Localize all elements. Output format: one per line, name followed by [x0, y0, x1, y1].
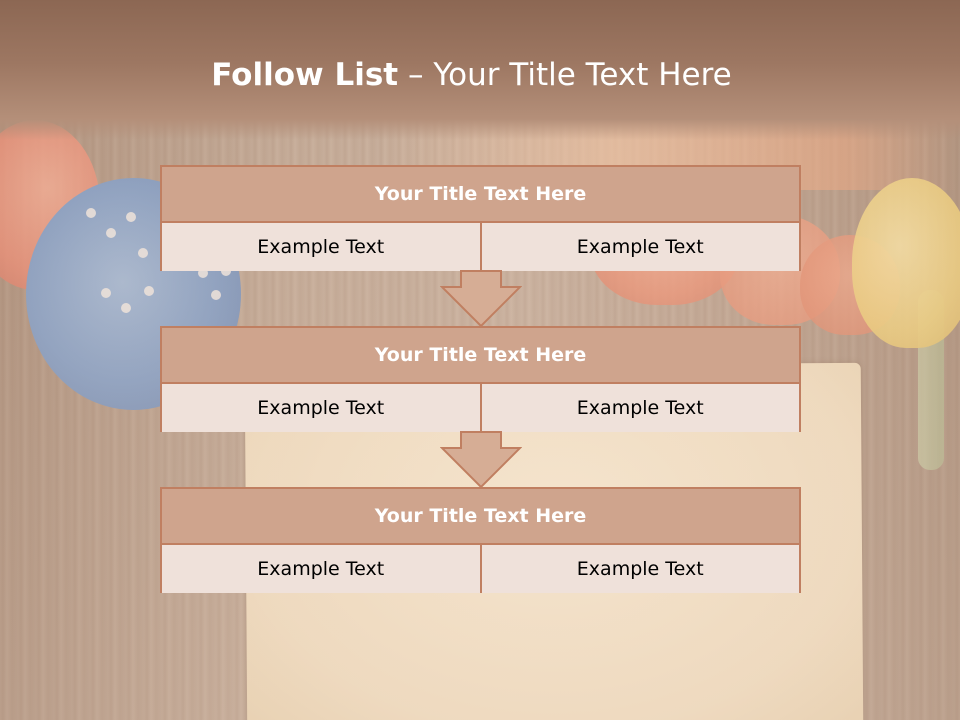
flow-block-2: Your Title Text Here Example Text Exampl…	[160, 326, 801, 432]
egg-pattern-dot	[198, 268, 208, 278]
flow-block-row: Example Text Example Text	[162, 223, 799, 271]
flow-block-title: Your Title Text Here	[162, 328, 799, 384]
flow-block-cell-right: Example Text	[479, 545, 799, 593]
flow-block-title: Your Title Text Here	[162, 167, 799, 223]
egg-pattern-dot	[211, 290, 221, 300]
flow-block-cell-left: Example Text	[162, 545, 480, 593]
flow-block-cell-right: Example Text	[479, 384, 799, 432]
egg-pattern-dot	[144, 286, 154, 296]
slide-title-separator: –	[407, 57, 424, 93]
down-arrow-icon	[440, 431, 522, 489]
flow-block-3: Your Title Text Here Example Text Exampl…	[160, 487, 801, 593]
flow-block-cell-right: Example Text	[479, 223, 799, 271]
egg-pattern-dot	[106, 228, 116, 238]
egg-pattern-dot	[121, 303, 131, 313]
flow-block-row: Example Text Example Text	[162, 384, 799, 432]
yellow-tulip-decoration	[852, 178, 960, 348]
egg-pattern-dot	[221, 266, 231, 276]
flow-block-cell-left: Example Text	[162, 223, 480, 271]
egg-pattern-dot	[86, 208, 96, 218]
slide-header: Follow List – Your Title Text Here	[0, 0, 960, 140]
egg-pattern-dot	[138, 248, 148, 258]
flow-block-1: Your Title Text Here Example Text Exampl…	[160, 165, 801, 271]
egg-pattern-dot	[126, 212, 136, 222]
slide-title-bold: Follow List	[211, 57, 399, 93]
flow-block-title: Your Title Text Here	[162, 489, 799, 545]
flow-block-cell-left: Example Text	[162, 384, 480, 432]
slide-title: Follow List – Your Title Text Here	[0, 56, 943, 94]
egg-pattern-dot	[101, 288, 111, 298]
flow-block-row: Example Text Example Text	[162, 545, 799, 593]
down-arrow-icon	[440, 270, 522, 328]
slide-title-rest: Your Title Text Here	[433, 57, 732, 93]
